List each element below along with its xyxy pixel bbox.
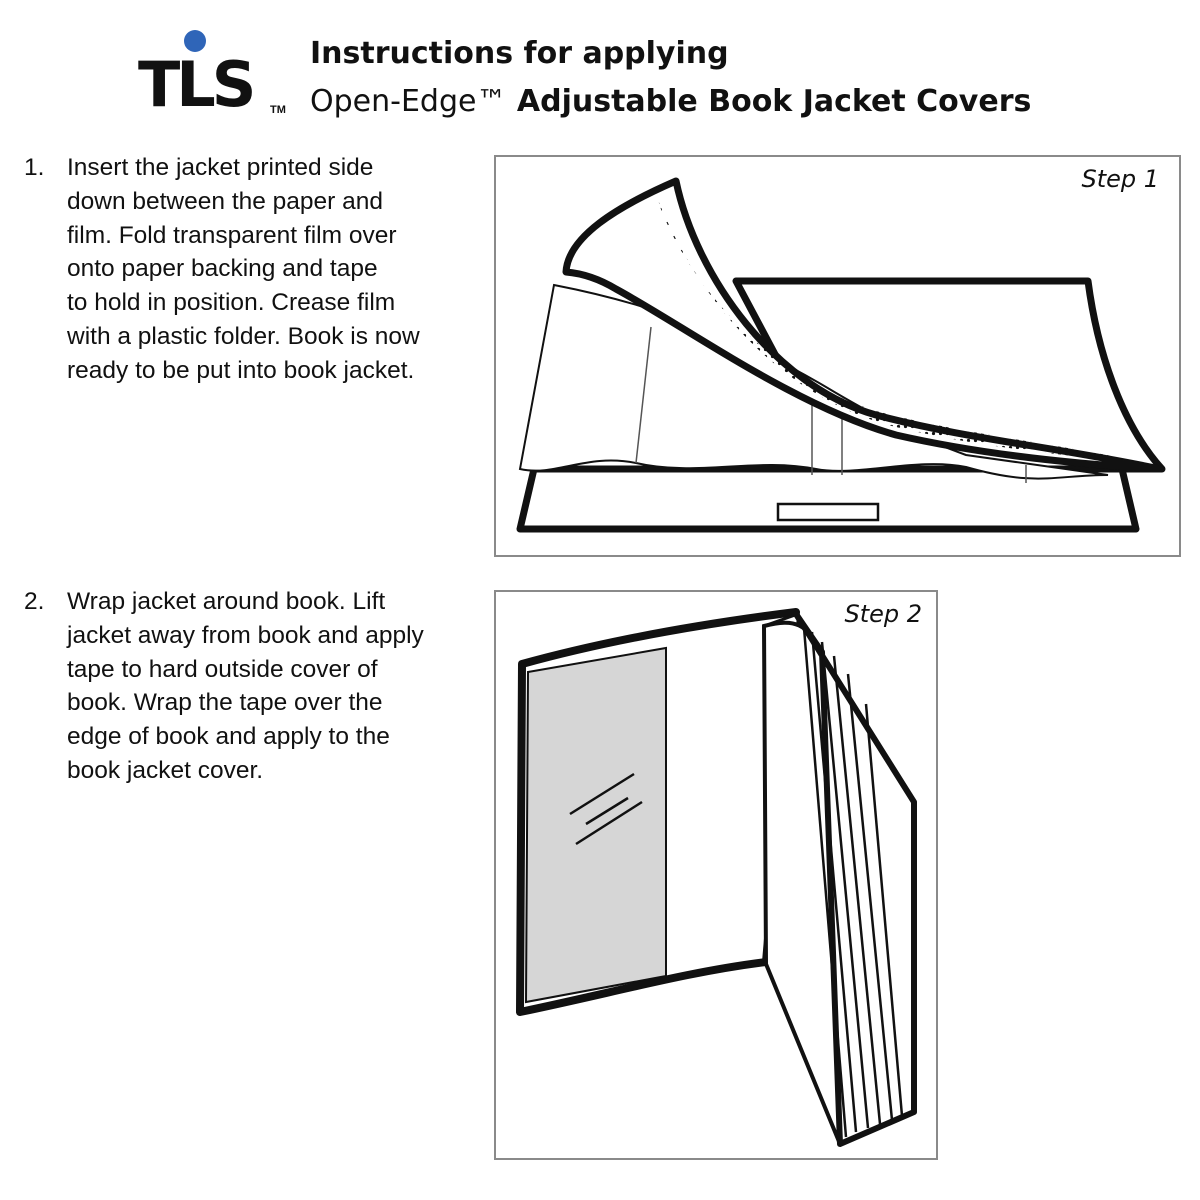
step-2-label: Step 2 xyxy=(844,600,922,628)
step-1-line: ready to be put into book jacket. xyxy=(67,356,415,384)
logo-trademark: TM xyxy=(270,104,286,116)
step-2-figure: Step 2 xyxy=(494,590,938,1160)
logo-text: TLS xyxy=(138,48,256,121)
title-line-2: Open-Edge™ Adjustable Book Jacket Covers xyxy=(310,80,1031,124)
step-2-line: Wrap jacket around book. Lift xyxy=(67,588,386,615)
step2-illustration-icon xyxy=(516,608,917,1147)
tls-logo: TLS TM xyxy=(138,28,288,120)
step-1-line: Insert the jacket printed side xyxy=(67,154,374,181)
step-1-line: film. Fold transparent film over xyxy=(67,221,397,249)
step-1-line: to hold in position. Crease film xyxy=(67,289,396,317)
step-2-line: book jacket cover. xyxy=(67,756,264,784)
step-1-text: Insert the jacket printed side down betw… xyxy=(67,151,497,388)
page-title: Instructions for applying Open-Edge™ Adj… xyxy=(310,32,1031,124)
step1-illustration-icon xyxy=(516,177,1166,533)
step-2-line: tape to hard outside cover of xyxy=(67,655,378,683)
step-1-label: Step 1 xyxy=(1081,165,1159,193)
logo-dot-icon xyxy=(184,30,206,52)
title-rest: Adjustable Book Jacket Covers xyxy=(506,84,1032,119)
title-brand: Open-Edge™ xyxy=(310,84,507,119)
step-2-line: book. Wrap the tape over the xyxy=(67,689,383,717)
step-1-number: 1. xyxy=(24,154,45,181)
title-line-1: Instructions for applying xyxy=(310,36,729,71)
step-2-text: Wrap jacket around book. Lift jacket awa… xyxy=(67,585,497,788)
step-1-figure: Step 1 xyxy=(494,155,1181,557)
step-1-line: onto paper backing and tape xyxy=(67,255,378,283)
step-2-line: edge of book and apply to the xyxy=(67,723,390,751)
step-1-line: down between the paper and xyxy=(67,187,384,215)
step-2-line: jacket away from book and apply xyxy=(67,621,424,649)
step-2-number: 2. xyxy=(24,588,45,615)
step-1-line: with a plastic folder. Book is now xyxy=(67,322,420,350)
